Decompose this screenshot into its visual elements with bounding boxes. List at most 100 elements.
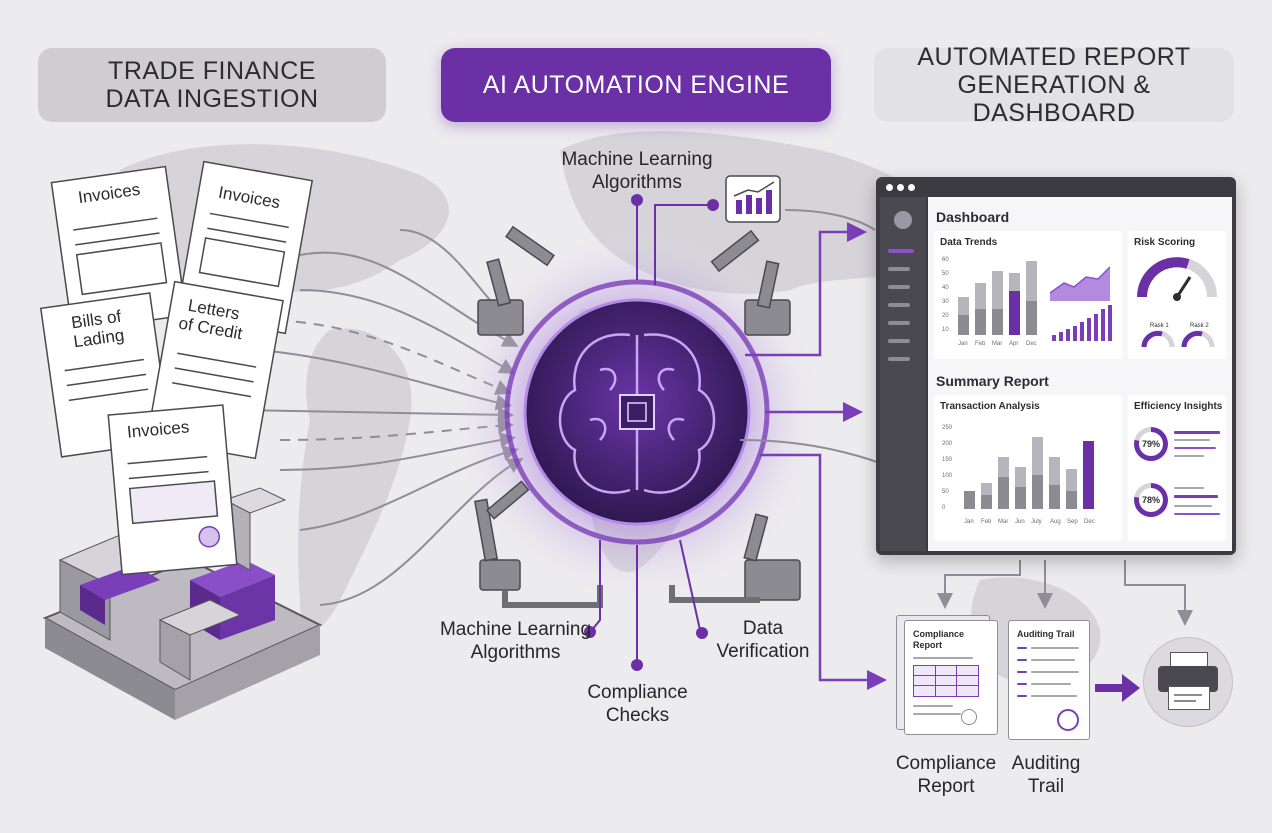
auditing-caption-line1: Auditing	[1011, 753, 1081, 774]
dashboard-window: Dashboard Data Trends 60 50 40 30 20 10 …	[876, 177, 1236, 555]
compliance-caption-line2: Report	[917, 776, 975, 797]
transaction-analysis-panel: Transaction Analysis 250 200 150 100 50 …	[934, 395, 1122, 541]
trade-documents	[39, 160, 314, 576]
window-dot-icon	[908, 184, 915, 191]
txn-xtick: Sep	[1067, 519, 1078, 525]
reporting-header-line1: AUTOMATED REPORT	[917, 43, 1191, 71]
label-compliance-line1: Compliance	[587, 682, 688, 703]
label-ml-bottom-line2: Algorithms	[470, 642, 561, 663]
engine-spokes	[584, 194, 719, 671]
check-badge-icon	[961, 709, 977, 725]
dashboard-sidebar	[880, 197, 926, 551]
label-verification-line2: Verification	[716, 641, 810, 662]
trends-ytick: 50	[942, 271, 949, 277]
trends-ytick: 40	[942, 285, 949, 291]
risk-scoring-title: Risk Scoring	[1134, 237, 1196, 248]
trends-xtick: Mar	[992, 341, 1002, 347]
sidebar-item[interactable]	[888, 267, 910, 271]
data-trends-panel: Data Trends 60 50 40 30 20 10 Jan Feb Ma…	[934, 231, 1122, 359]
txn-xtick: Mar	[998, 519, 1008, 525]
efficiency-value-1: 79%	[1141, 439, 1160, 449]
chip-icon	[619, 394, 655, 430]
compliance-doc-title-line1: Compliance	[913, 629, 965, 639]
report-table	[913, 665, 979, 697]
label-verification-line1: Data	[742, 618, 784, 639]
transaction-analysis-title: Transaction Analysis	[940, 401, 1040, 412]
txn-ytick: 100	[942, 473, 953, 479]
efficiency-value-2: 78%	[1141, 495, 1160, 505]
report-flow-lines	[739, 209, 1193, 626]
sidebar-item[interactable]	[888, 357, 910, 361]
trends-xtick: Jan	[958, 341, 968, 347]
check-badge-icon	[1057, 709, 1079, 731]
compliance-caption-line1: Compliance	[895, 753, 997, 774]
label-data-verification: Data Verification	[708, 617, 818, 663]
sidebar-item[interactable]	[888, 339, 910, 343]
txn-xtick: Feb	[981, 519, 992, 525]
trends-ytick: 60	[942, 257, 949, 263]
label-ml-top-line1: Machine Learning	[561, 149, 713, 170]
txn-ytick: 0	[942, 505, 946, 511]
reporting-header: AUTOMATED REPORT GENERATION & DASHBOARD	[874, 43, 1234, 127]
efficiency-ring-2: 78%	[1134, 483, 1168, 517]
window-titlebar	[876, 177, 1236, 197]
trends-xtick: Apr	[1009, 341, 1018, 347]
label-ml-top-line2: Algorithms	[592, 172, 682, 193]
engine-header-text: AI AUTOMATION ENGINE	[482, 71, 790, 99]
auditing-trail-caption: Auditing Trail	[1000, 752, 1092, 798]
efficiency-insights-title: Efficiency Insights	[1134, 401, 1223, 412]
compliance-doc-title: Compliance Report	[913, 629, 964, 651]
trends-xtick: Dec	[1026, 341, 1037, 347]
auditing-trail-doc: Auditing Trail	[1008, 620, 1090, 740]
txn-ytick: 250	[942, 425, 953, 431]
app-logo-icon	[894, 211, 912, 229]
txn-ytick: 150	[942, 457, 953, 463]
reporting-header-line2: GENERATION & DASHBOARD	[957, 71, 1151, 127]
dashboard-title: Dashboard	[936, 209, 1010, 225]
trends-ytick: 30	[942, 299, 949, 305]
risk-scoring-panel: Risk Scoring Rask 1 Rask 2	[1128, 231, 1226, 359]
auditing-doc-title: Auditing Trail	[1017, 629, 1075, 639]
sidebar-item[interactable]	[888, 321, 910, 325]
txn-xtick: Jun	[1015, 519, 1025, 525]
trends-ytick: 20	[942, 313, 949, 319]
sidebar-item[interactable]	[888, 285, 910, 289]
txn-ytick: 200	[942, 441, 953, 447]
port-buildings-illustration	[42, 487, 323, 720]
window-dot-icon	[897, 184, 904, 191]
window-dot-icon	[886, 184, 893, 191]
sidebar-item[interactable]	[888, 303, 910, 307]
txn-xtick: July	[1031, 519, 1042, 525]
doc-label-bills-of-lading: Bills of Lading	[70, 307, 125, 352]
label-compliance-line2: Checks	[605, 705, 670, 726]
engine-header: AI AUTOMATION ENGINE	[441, 48, 831, 122]
label-ml-top: Machine Learning Algorithms	[552, 148, 722, 194]
compliance-report-caption: Compliance Report	[893, 752, 999, 798]
risk-gauge-label: Rask 1	[1150, 323, 1169, 329]
txn-xtick: Jan	[964, 519, 974, 525]
auditing-caption-line2: Trail	[1027, 776, 1065, 797]
risk-gauges: Rask 1 Rask 2	[1137, 257, 1217, 348]
ingestion-header-line2: DATA INGESTION	[105, 85, 319, 113]
trends-area	[1050, 267, 1110, 301]
label-ml-bottom: Machine Learning Algorithms	[428, 618, 603, 664]
trends-ytick: 10	[942, 327, 949, 333]
ingestion-header: TRADE FINANCE DATA INGESTION	[38, 48, 386, 122]
robot-arms	[474, 225, 801, 601]
sidebar-item-dashboard[interactable]	[888, 249, 914, 253]
data-trends-title: Data Trends	[940, 237, 998, 248]
trends-xtick: Feb	[975, 341, 986, 347]
efficiency-insights-panel: Efficiency Insights 79% 78%	[1128, 395, 1226, 541]
summary-report-title: Summary Report	[936, 373, 1049, 389]
efficiency-ring-1: 79%	[1134, 427, 1168, 461]
txn-bars	[964, 437, 1094, 509]
txn-xtick: Dec	[1084, 519, 1095, 525]
txn-ytick: 50	[942, 489, 949, 495]
label-compliance-checks: Compliance Checks	[575, 681, 700, 727]
analytics-chart-icon	[725, 175, 781, 223]
dashboard-content: Dashboard Data Trends 60 50 40 30 20 10 …	[928, 197, 1232, 551]
trends-bars	[958, 261, 1037, 335]
label-ml-bottom-line1: Machine Learning	[439, 619, 592, 640]
print-arrow-icon	[1095, 674, 1140, 702]
